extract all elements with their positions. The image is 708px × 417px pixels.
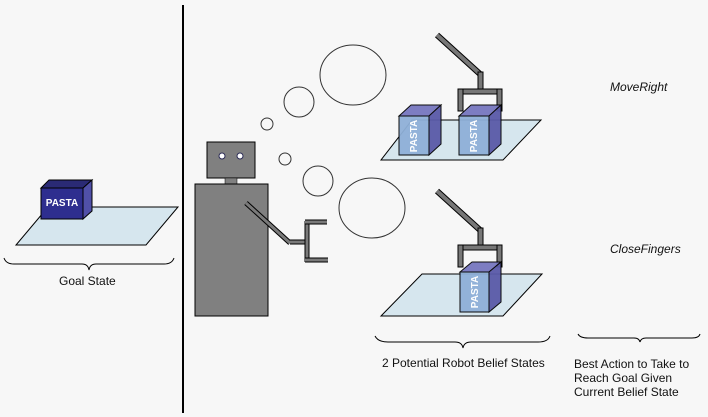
goal-table — [14, 206, 180, 246]
thought-bubble — [302, 165, 334, 197]
robot-neck — [224, 177, 238, 185]
goal-brace — [3, 257, 175, 271]
belief-box-label: PASTA — [409, 120, 420, 152]
belief-pasta-box: PASTA — [458, 260, 503, 314]
gripper — [434, 32, 503, 112]
belief-state-2: PASTA — [379, 188, 544, 317]
belief-states-label: 2 Potential Robot Belief States — [382, 356, 545, 370]
thought-bubble — [260, 117, 274, 131]
belief-state-1: PASTA PASTA — [379, 32, 543, 161]
belief-pasta-box: PASTA — [457, 103, 503, 157]
belief-states-brace — [374, 335, 551, 349]
best-action-label-line: Current Belief State — [574, 385, 679, 399]
best-action-close-fingers: CloseFingers — [610, 242, 681, 256]
gripper — [434, 188, 503, 268]
robot — [194, 141, 328, 317]
best-action-move-right: MoveRight — [610, 80, 668, 94]
robot-arm — [244, 201, 328, 263]
best-action-label-line: Reach Goal Given — [574, 371, 673, 385]
belief-box-label: PASTA — [470, 276, 481, 308]
goal-state-label: Goal State — [59, 274, 116, 288]
robot-eye-left — [218, 152, 226, 160]
robot-body — [194, 183, 269, 317]
thought-bubble — [283, 86, 315, 118]
belief-pasta-box: PASTA — [397, 103, 443, 157]
goal-pasta-box: PASTA — [39, 178, 94, 221]
best-action-label: Best Action to Take to Reach Goal Given … — [574, 357, 689, 399]
best-action-brace — [577, 333, 701, 343]
best-action-label-line: Best Action to Take to — [574, 357, 690, 371]
goal-box-label: PASTA — [46, 198, 78, 209]
thought-bubble — [338, 177, 406, 239]
robot-eye-right — [236, 152, 244, 160]
thought-bubbles — [260, 44, 406, 239]
robot-head — [206, 141, 256, 179]
thought-bubble — [278, 152, 292, 166]
goal-state-scene: PASTA — [3, 178, 180, 271]
belief-box-label: PASTA — [469, 120, 480, 152]
thought-bubble — [319, 44, 387, 106]
